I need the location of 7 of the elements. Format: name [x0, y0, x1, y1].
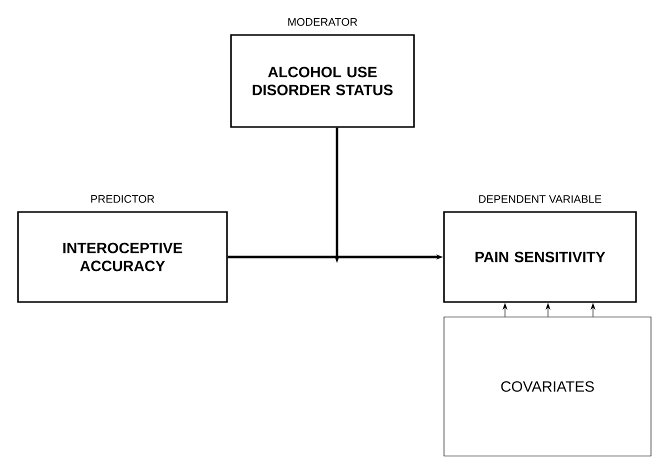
- variable-box: PAIN SENSITIVITY: [443, 211, 637, 303]
- variable-box: COVARIATES: [444, 316, 652, 456]
- variable-box: ALCOHOL USE DISORDER STATUS: [230, 34, 415, 128]
- role-label: PREDICTOR: [91, 195, 154, 203]
- role-label: DEPENDENT VARIABLE: [479, 195, 602, 203]
- variable-box: INTEROCEPTIVE ACCURACY: [17, 211, 228, 303]
- role-label: MODERATOR: [288, 18, 358, 26]
